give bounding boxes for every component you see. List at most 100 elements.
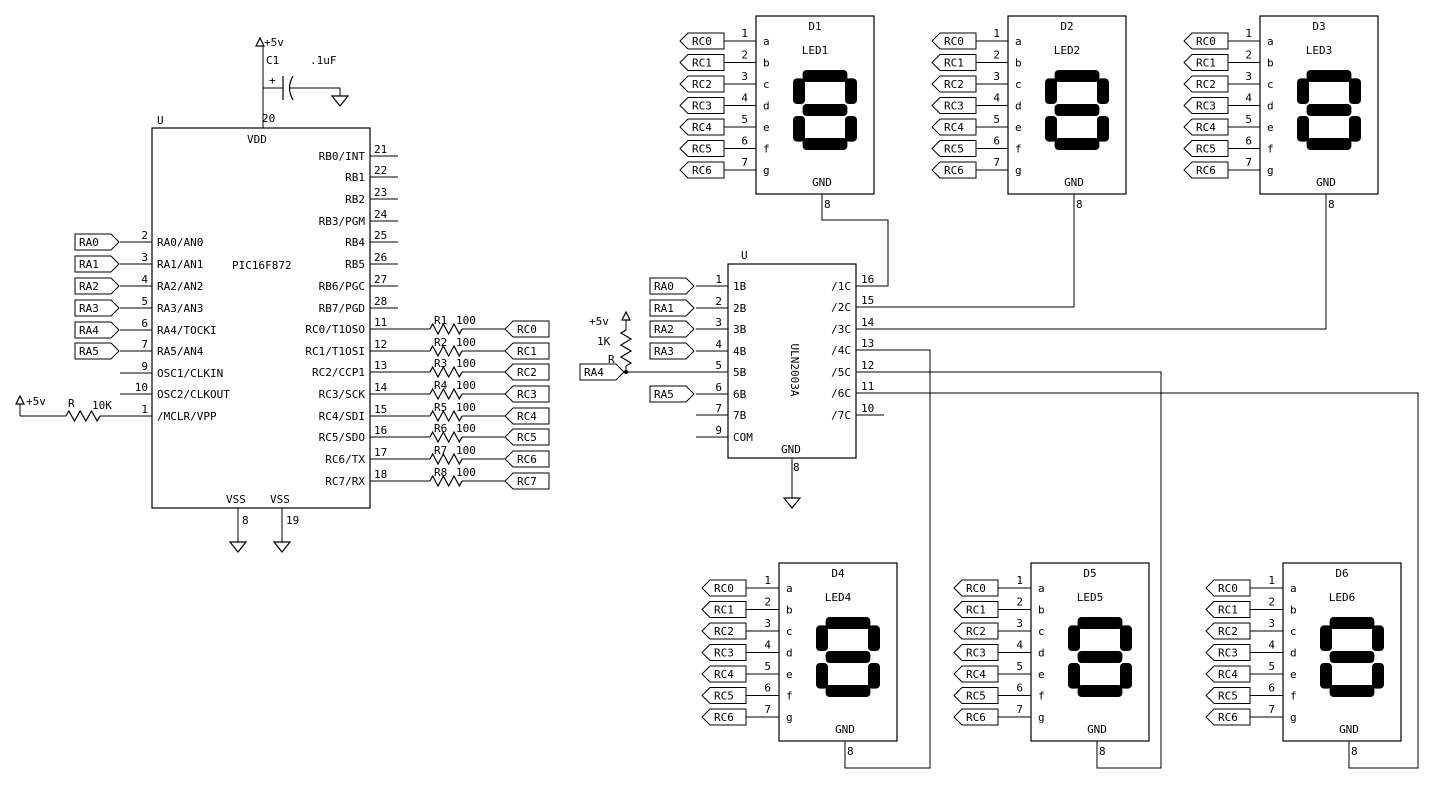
net-label-rc3: RC3 xyxy=(966,647,986,660)
display-pin-number: 2 xyxy=(741,49,748,62)
display-segment-label: b xyxy=(1015,57,1022,70)
mcu-pin-label: RC5/SDO xyxy=(319,431,365,444)
series-resistor-ref: R6 xyxy=(434,422,447,435)
series-resistor-value: 100 xyxy=(456,401,476,414)
display-pin-number: 3 xyxy=(741,70,748,83)
net-label-ra3: RA3 xyxy=(79,302,99,315)
mcu-pin-label: RA4/TOCKI xyxy=(157,324,217,337)
net-label-rc3-flag xyxy=(931,97,977,114)
display-pin-number: 3 xyxy=(1016,617,1023,630)
display-digit xyxy=(1297,70,1361,150)
series-resistor-ref: R5 xyxy=(434,401,447,414)
display-pin-number: 1 xyxy=(1016,574,1023,587)
display-pin-number: 7 xyxy=(1245,156,1252,169)
display-gnd-pin: 8 xyxy=(847,745,854,758)
mclr-res-value: 10K xyxy=(92,399,112,412)
display-segment-label: e xyxy=(1015,121,1022,134)
net-label-ra5-flag xyxy=(74,342,120,360)
mcu-pin-label: RC0/T1OSO xyxy=(305,323,365,336)
series-resistor-ref: R2 xyxy=(434,336,447,349)
display-body xyxy=(1007,15,1127,195)
net-label-rc6: RC6 xyxy=(517,453,537,466)
display-digit-segment xyxy=(1297,78,1309,104)
net-label-rc3: RC3 xyxy=(517,388,537,401)
net-label-rc4: RC4 xyxy=(692,121,712,134)
net-label-rc0-flag xyxy=(701,579,747,597)
display-pin-number: 4 xyxy=(1016,639,1023,652)
net-label-rc1: RC1 xyxy=(517,345,537,358)
junction-dot xyxy=(624,370,628,374)
display-segment-label: c xyxy=(786,625,793,638)
net-label-rc2: RC2 xyxy=(1218,625,1238,638)
display-pin-number: 4 xyxy=(741,92,748,105)
display-digit-segment xyxy=(1097,78,1109,104)
net-label-ra4-flag xyxy=(74,321,120,339)
net-label-rc6: RC6 xyxy=(944,164,964,177)
display-pin-number: 1 xyxy=(993,27,1000,40)
display-digit-segment xyxy=(1349,78,1361,104)
driver-pin-number: 5 xyxy=(715,359,722,372)
display-digit-segment xyxy=(1077,651,1123,663)
mcu-pin-number: 1 xyxy=(141,403,148,416)
net-label-rc5: RC5 xyxy=(966,690,986,703)
display-pin-number: 6 xyxy=(764,682,771,695)
display-segment-label: f xyxy=(786,690,793,703)
net-label-rc5: RC5 xyxy=(1196,143,1216,156)
net-label-rc4: RC4 xyxy=(966,668,986,681)
display-pin-number: 1 xyxy=(1268,574,1275,587)
display-digit-segment xyxy=(1306,70,1352,82)
net-label-rc5-flag xyxy=(504,428,550,446)
net-label-ra5: RA5 xyxy=(654,388,674,401)
driver-pin-label: /5C xyxy=(831,366,851,379)
display-digit xyxy=(816,617,880,697)
net-label-rc2-flag xyxy=(953,622,999,640)
series-resistor-ref: R4 xyxy=(434,379,448,392)
display-segment-label: d xyxy=(1267,100,1274,113)
net-label-rc7: RC7 xyxy=(517,475,537,488)
net-label-rc5-flag xyxy=(701,687,747,704)
display-segment-label: a xyxy=(786,582,793,595)
mcu-pin-number: 27 xyxy=(374,273,387,286)
net-label-rc2: RC2 xyxy=(517,366,537,379)
display-body xyxy=(1282,562,1402,742)
net-label-rc6: RC6 xyxy=(714,711,734,724)
net-label-rc0: RC0 xyxy=(966,582,986,595)
net-label-rc1: RC1 xyxy=(1196,57,1216,70)
mcu-pin-number: 15 xyxy=(374,403,387,416)
driver-pin-label: /7C xyxy=(831,409,851,422)
mcu-vss-label: VSS xyxy=(270,493,290,506)
display-pin-number: 5 xyxy=(993,113,1000,126)
display-pin-number: 3 xyxy=(1268,617,1275,630)
net-label-rc3: RC3 xyxy=(714,647,734,660)
display-segment-label: a xyxy=(1038,582,1045,595)
display-segment-label: f xyxy=(1015,143,1022,156)
series-resistor-value: 100 xyxy=(456,379,476,392)
display-gnd-pin: 8 xyxy=(1076,198,1083,211)
display-digit-segment xyxy=(1297,116,1309,142)
net-label-rc4-flag xyxy=(701,665,747,683)
net-label-rc0: RC0 xyxy=(944,35,964,48)
display-segment-label: g xyxy=(763,164,770,177)
series-resistor xyxy=(429,409,463,423)
mcu-pin-number: 21 xyxy=(374,143,387,156)
display-pin-number: 3 xyxy=(764,617,771,630)
display-digit-segment xyxy=(825,651,871,663)
net-label-rc0: RC0 xyxy=(714,582,734,595)
pullup-vcc-arrow xyxy=(621,310,631,321)
mcu-ref: U xyxy=(157,114,164,127)
display-pin-number: 6 xyxy=(1016,682,1023,695)
series-resistor-ref: R8 xyxy=(434,466,447,479)
mcu-pin-number: 28 xyxy=(374,295,387,308)
net-label-rc3: RC3 xyxy=(692,100,712,113)
net-label-rc5-flag xyxy=(1205,687,1251,704)
labels: UPIC16F872VDD20+5vC1.1uF+2RA0/AN0RA03RA1… xyxy=(26,20,1359,758)
display-segment-label: e xyxy=(763,121,770,134)
mcu-part-name: PIC16F872 xyxy=(232,259,292,272)
display-segment-label: c xyxy=(1267,78,1274,91)
mclr-resistor xyxy=(65,409,101,423)
display-segment-label: a xyxy=(1015,35,1022,48)
display-digit-segment xyxy=(1320,663,1332,689)
display-digit-segment xyxy=(1045,78,1057,104)
display-digit-segment xyxy=(1068,625,1080,651)
cap-value: .1uF xyxy=(310,54,337,67)
